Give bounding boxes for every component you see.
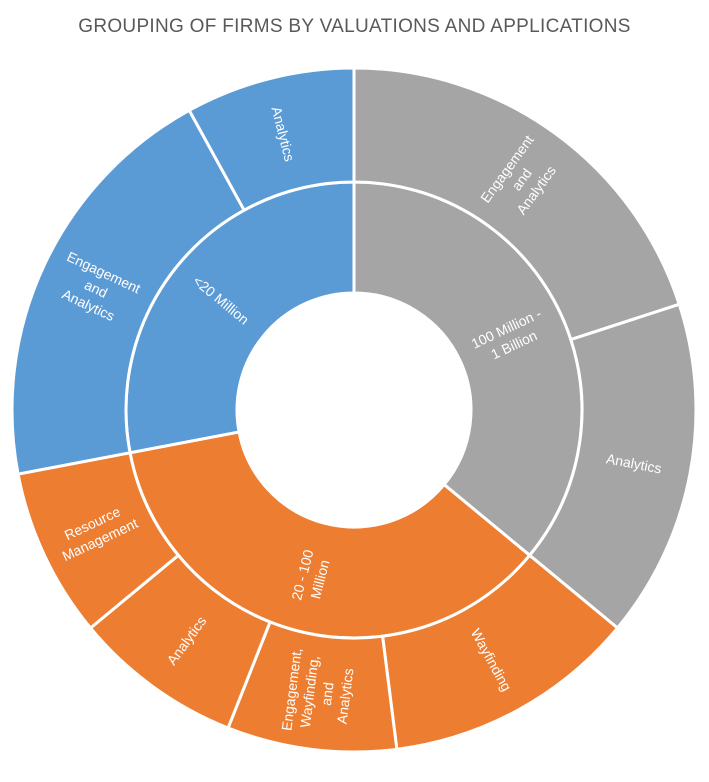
segment-20-million-analytics bbox=[187, 66, 356, 213]
segment-20-million-engagement-and-analytics bbox=[10, 108, 247, 476]
segment-100-million-1-billion-engagement-and-analytics bbox=[352, 66, 682, 342]
chart-title: GROUPING OF FIRMS BY VALUATIONS AND APPL… bbox=[78, 16, 631, 37]
